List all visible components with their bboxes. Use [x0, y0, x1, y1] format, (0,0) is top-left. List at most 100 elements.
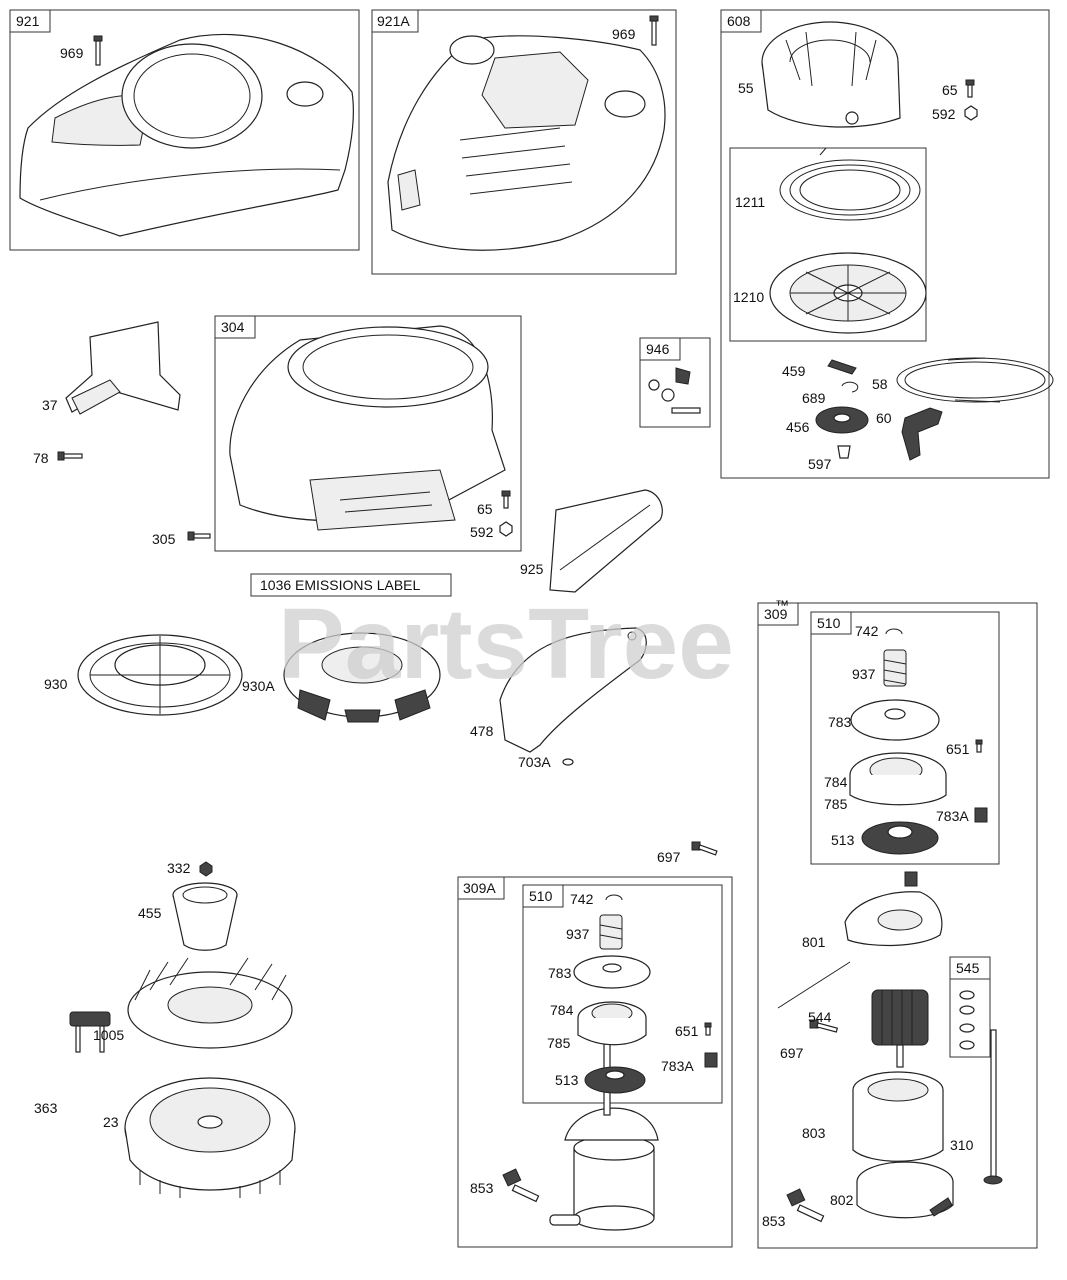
- box-label-510-b: 510: [529, 888, 553, 904]
- part-1005-fan: [127, 957, 293, 1049]
- callout-803: 803: [802, 1125, 826, 1141]
- callout-697-b: 697: [780, 1045, 804, 1061]
- frame-510-b: [522, 884, 723, 1104]
- watermark-tm: ™: [775, 597, 789, 613]
- callout-597: 597: [808, 456, 832, 472]
- callout-853-a: 853: [762, 1213, 786, 1229]
- callout-697-a: 697: [657, 849, 681, 865]
- box-label-921: 921: [16, 13, 40, 29]
- part-937-spring-a: [883, 649, 907, 687]
- nut-592-a: [964, 105, 978, 121]
- part-853-connector-b: [502, 1168, 540, 1203]
- part-803-frame: [852, 1071, 944, 1162]
- part-783A-nut-a: [974, 807, 988, 823]
- part-456-retainer: [815, 406, 869, 434]
- frame-921A: [371, 9, 677, 275]
- bolt-697-b: [809, 1019, 839, 1033]
- frame-608: [720, 9, 1050, 479]
- box-label-510-a: 510: [817, 615, 841, 631]
- callout-785-a: 785: [824, 796, 848, 812]
- part-946-bracket: [648, 367, 701, 414]
- part-802-brush-plate: [856, 1161, 954, 1219]
- frame-510-a: [810, 611, 1000, 865]
- part-455-cup: [172, 882, 238, 951]
- callout-930: 930: [44, 676, 68, 692]
- emissions-label: 1036 EMISSIONS LABEL: [260, 577, 421, 593]
- part-513-clutch-a: [861, 821, 939, 855]
- tag-309: [757, 602, 799, 626]
- tag-309A: [457, 876, 505, 900]
- tag-510-b: [522, 884, 564, 908]
- callout-592-a: 592: [932, 106, 956, 122]
- part-783-gear-b: [573, 955, 651, 989]
- tag-510-a: [810, 611, 852, 635]
- bolt-65-a: [965, 79, 975, 98]
- callout-783A-a: 783A: [936, 808, 969, 824]
- callout-544: 544: [808, 1009, 832, 1025]
- callout-801: 801: [802, 934, 826, 950]
- callout-363: 363: [34, 1100, 58, 1116]
- part-363-bracket: [69, 1011, 111, 1053]
- box-label-946: 946: [646, 341, 670, 357]
- callout-651-a: 651: [946, 741, 970, 757]
- tag-921A: [371, 9, 419, 33]
- part-784-housing-a: [849, 752, 947, 806]
- callout-592-b: 592: [470, 524, 494, 540]
- callout-742-b: 742: [570, 891, 594, 907]
- callout-785-b: 785: [547, 1035, 571, 1051]
- box-label-545: 545: [956, 960, 980, 976]
- nut-332: [199, 861, 213, 877]
- part-930A-screen: [283, 632, 441, 723]
- callout-937-a: 937: [852, 666, 876, 682]
- callout-784-b: 784: [550, 1002, 574, 1018]
- part-783A-nut-b: [704, 1052, 718, 1068]
- part-545-washers: [959, 990, 975, 1050]
- frame-921: [9, 9, 360, 251]
- callout-853-b: 853: [470, 1180, 494, 1196]
- screw-305: [187, 531, 211, 541]
- callout-1211: 1211: [735, 194, 765, 210]
- callout-1210: 1210: [733, 289, 764, 305]
- bolt-65-b: [501, 490, 511, 509]
- part-930-screen: [77, 634, 243, 716]
- callout-332: 332: [167, 860, 191, 876]
- callout-65-a: 65: [942, 82, 958, 98]
- callout-513-a: 513: [831, 832, 855, 848]
- callout-305: 305: [152, 531, 176, 547]
- part-544-armature: [871, 989, 929, 1068]
- callout-60: 60: [876, 410, 892, 426]
- tag-545: [949, 956, 991, 980]
- part-597-screw: [837, 445, 851, 459]
- part-784-housing-b: [577, 1001, 647, 1046]
- part-742-clip-a: [885, 628, 903, 635]
- callout-513-b: 513: [555, 1072, 579, 1088]
- part-304-blower-housing: [229, 325, 506, 531]
- box-label-304: 304: [221, 319, 245, 335]
- callout-802: 802: [830, 1192, 854, 1208]
- box-label-921A: 921A: [377, 13, 410, 29]
- part-60-handle: [901, 407, 943, 461]
- callout-1005: 1005: [93, 1027, 124, 1043]
- callout-783A-b: 783A: [661, 1058, 694, 1074]
- callout-742-a: 742: [855, 623, 879, 639]
- bolt-969-b: [649, 15, 659, 46]
- part-689-clip: [841, 381, 859, 393]
- callout-925: 925: [520, 561, 544, 577]
- callout-937-b: 937: [566, 926, 590, 942]
- frame-309A: [457, 876, 733, 1248]
- callout-58: 58: [872, 376, 888, 392]
- callout-55: 55: [738, 80, 754, 96]
- leader-801-697: [777, 961, 851, 1009]
- callout-78: 78: [33, 450, 49, 466]
- screw-78: [57, 451, 83, 461]
- tag-304: [214, 315, 256, 339]
- part-478-shroud: [499, 627, 647, 753]
- tag-921: [9, 9, 51, 33]
- part-58-rope: [896, 357, 1054, 403]
- part-801-end-cap: [844, 871, 943, 947]
- part-742-clip-b: [605, 894, 623, 901]
- callout-969-b: 969: [612, 26, 636, 42]
- part-853-connector-a: [786, 1188, 825, 1223]
- callout-930A: 930A: [242, 678, 275, 694]
